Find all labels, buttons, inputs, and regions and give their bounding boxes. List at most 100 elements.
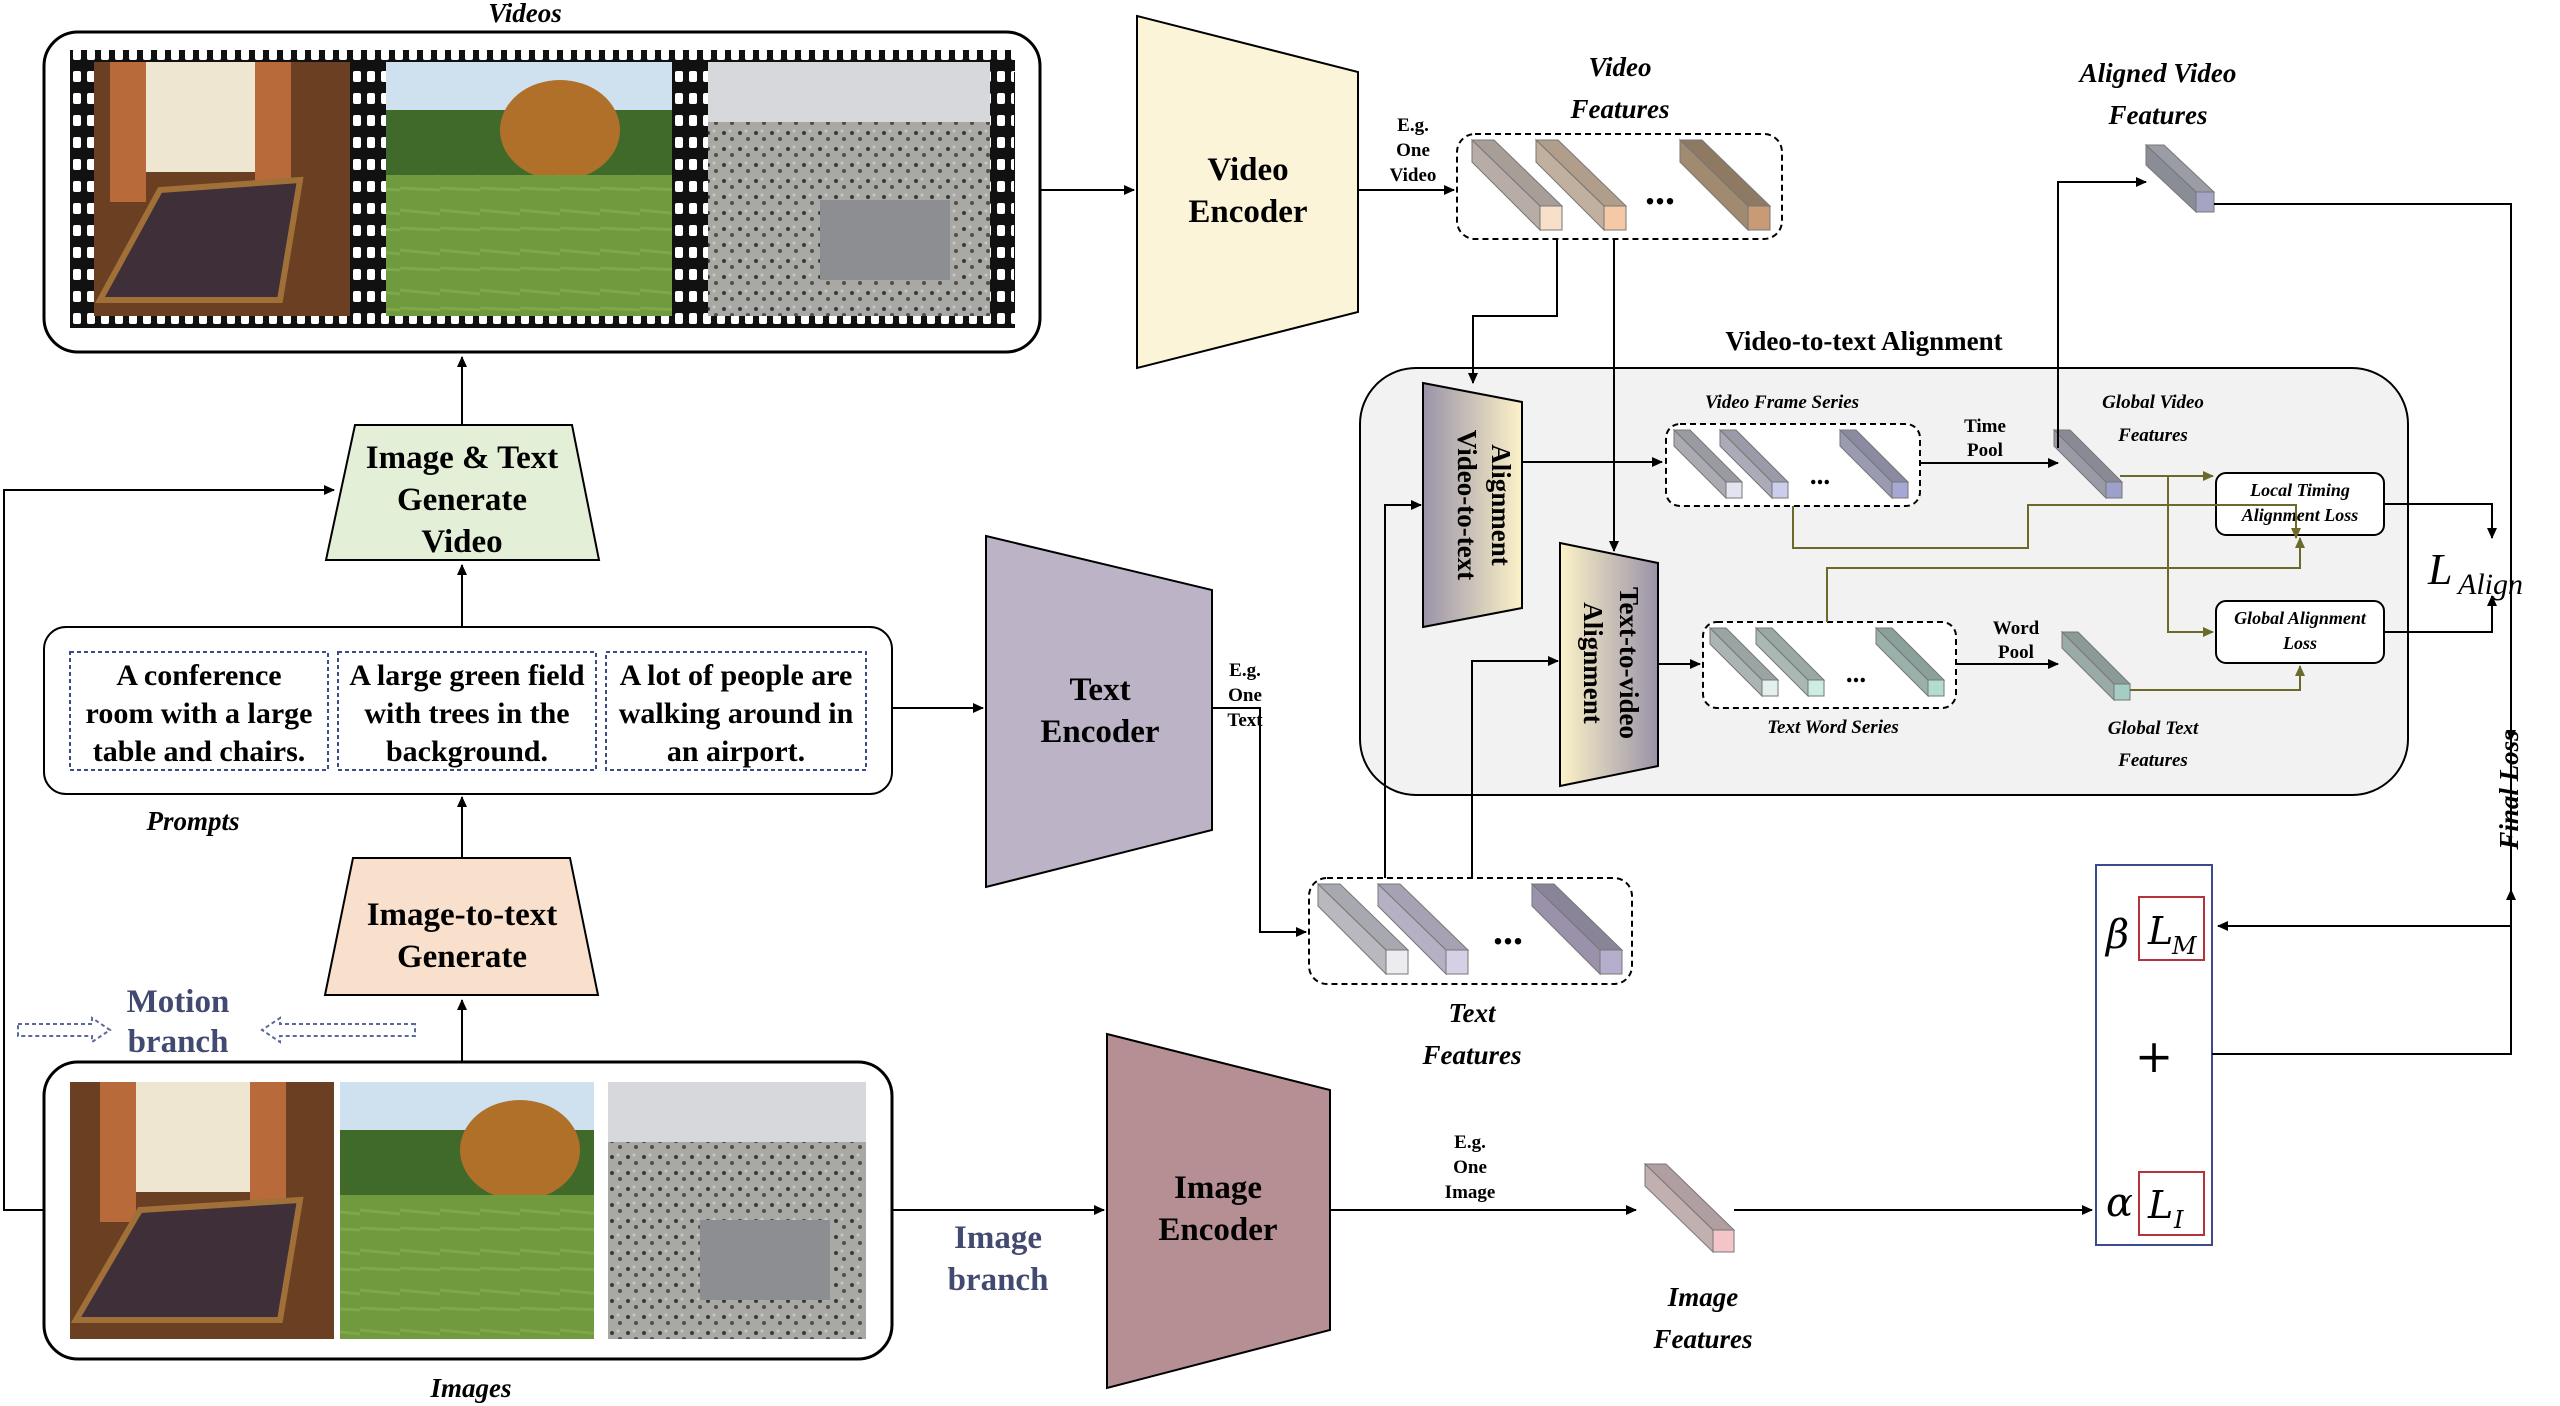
image-field bbox=[340, 1082, 594, 1339]
word-pool-line1: Word bbox=[1993, 618, 2040, 639]
svg-text:walking around in: walking around in bbox=[619, 697, 854, 730]
global-video-features-line1: Global Video bbox=[2102, 392, 2204, 413]
generate-video-line1: Image & Text bbox=[366, 440, 559, 476]
image-to-text-line2: Generate bbox=[397, 939, 527, 975]
t2v-block-line1: Text-to-video bbox=[1614, 587, 1644, 739]
text-encoder-block bbox=[985, 534, 1213, 889]
video-film-strip bbox=[70, 50, 1015, 328]
image-encoder-line2: Encoder bbox=[1158, 1212, 1277, 1248]
video-to-text-alignment-block bbox=[1422, 381, 1523, 629]
v2t-block-line2: Alignment bbox=[1486, 444, 1516, 566]
l-i-sub: I bbox=[2173, 1206, 2184, 1234]
image-feature-cube bbox=[1643, 1162, 1736, 1254]
eg-text-line1: E.g. bbox=[1229, 660, 1261, 681]
l-m-base: L bbox=[2147, 909, 2173, 953]
eg-image-line2: One bbox=[1453, 1157, 1487, 1178]
beta-symbol: β bbox=[2104, 912, 2129, 958]
video-features-ellipsis: ... bbox=[1645, 168, 1675, 213]
video-frame-series-ellipsis: ... bbox=[1810, 460, 1830, 490]
eg-video-line2: One bbox=[1396, 140, 1430, 161]
video-encoder-line1: Video bbox=[1207, 152, 1288, 188]
eg-video-line3: Video bbox=[1390, 165, 1437, 186]
eg-image-line1: E.g. bbox=[1454, 1132, 1486, 1153]
image-branch-line1: Image bbox=[954, 1220, 1042, 1256]
global-alignment-loss-line1: Global Alignment bbox=[2234, 608, 2367, 628]
global-alignment-loss-line2: Loss bbox=[2282, 633, 2317, 653]
video-feature-cubes bbox=[1470, 138, 1772, 232]
text-word-series-label: Text Word Series bbox=[1767, 717, 1899, 738]
motion-branch-line1: Motion bbox=[127, 984, 230, 1020]
text-features-line2: Features bbox=[1421, 1040, 1521, 1070]
video-frame-airport bbox=[708, 62, 990, 316]
image-conference bbox=[70, 1082, 334, 1339]
svg-text:an airport.: an airport. bbox=[667, 735, 805, 768]
video-encoder-block bbox=[1136, 14, 1359, 370]
generate-video-line3: Video bbox=[421, 524, 502, 560]
l-m-term bbox=[2138, 896, 2205, 961]
aligned-video-features-line2: Features bbox=[2107, 100, 2207, 130]
l-i-term bbox=[2138, 1171, 2205, 1236]
eg-video-line1: E.g. bbox=[1397, 115, 1429, 136]
svg-text:table and chairs.: table and chairs. bbox=[93, 735, 306, 768]
prompt-2: A large green field with trees in the ba… bbox=[337, 651, 597, 771]
video-frame-field bbox=[386, 62, 672, 316]
l-align-base: L bbox=[2427, 545, 2452, 594]
alignment-title: Video-to-text Alignment bbox=[1725, 326, 2002, 356]
prompts-container bbox=[43, 626, 893, 795]
svg-text:with trees in the: with trees in the bbox=[364, 697, 569, 730]
text-feature-cubes bbox=[1316, 882, 1624, 976]
global-video-feature-cube bbox=[2052, 428, 2124, 500]
time-pool-line1: Time bbox=[1964, 416, 2006, 437]
word-pool-line2: Pool bbox=[1998, 642, 2034, 663]
image-encoder-line1: Image bbox=[1174, 1170, 1262, 1206]
video-encoder-line2: Encoder bbox=[1188, 194, 1307, 230]
eg-text-line2: One bbox=[1228, 685, 1262, 706]
video-frame-conference bbox=[94, 62, 350, 316]
v2t-block-line1: Video-to-text bbox=[1452, 430, 1482, 580]
image-to-text-line1: Image-to-text bbox=[367, 897, 558, 933]
l-align-sub: Align bbox=[2456, 568, 2523, 601]
generate-video-line2: Generate bbox=[397, 482, 527, 518]
final-loss-label: Final Loss bbox=[2494, 730, 2524, 850]
l-i-base: L bbox=[2147, 1183, 2173, 1227]
local-timing-loss-line2: Alignment Loss bbox=[2241, 505, 2359, 525]
aligned-video-feature-cube bbox=[2144, 143, 2216, 214]
global-text-features-line2: Features bbox=[2117, 750, 2188, 771]
image-features-line2: Features bbox=[1652, 1324, 1752, 1354]
image-airport bbox=[608, 1082, 866, 1339]
videos-title: Videos bbox=[488, 0, 562, 28]
image-text-generate-video-block bbox=[324, 424, 601, 561]
prompt-1: A conference room with a large table and… bbox=[69, 651, 329, 771]
video-frame-series-cubes bbox=[1672, 428, 1910, 500]
image-features-line1: Image bbox=[1667, 1282, 1739, 1312]
aligned-video-features-line1: Aligned Video bbox=[2078, 58, 2237, 88]
text-to-video-alignment-block bbox=[1559, 541, 1659, 788]
global-text-features-line1: Global Text bbox=[2108, 718, 2199, 739]
motion-arrow-left bbox=[260, 1016, 416, 1044]
plus-symbol: + bbox=[2135, 1029, 2174, 1083]
text-word-series-cubes bbox=[1708, 626, 1946, 698]
prompts-title: Prompts bbox=[145, 806, 239, 836]
video-features-line1: Video bbox=[1588, 52, 1651, 82]
text-features-ellipsis: ... bbox=[1493, 908, 1523, 953]
text-word-series-ellipsis: ... bbox=[1846, 658, 1866, 688]
video-frame-series-label: Video Frame Series bbox=[1705, 392, 1859, 413]
time-pool-line2: Pool bbox=[1967, 440, 2003, 461]
image-branch-line2: branch bbox=[948, 1262, 1049, 1298]
eg-image-line3: Image bbox=[1445, 1182, 1496, 1203]
motion-branch-line2: branch bbox=[128, 1024, 229, 1060]
motion-arrow-right bbox=[17, 1016, 112, 1044]
video-features-line2: Features bbox=[1569, 94, 1669, 124]
text-features-line1: Text bbox=[1449, 998, 1497, 1028]
text-encoder-line1: Text bbox=[1069, 672, 1130, 708]
image-to-text-generate-block bbox=[323, 857, 600, 996]
svg-text:A large green field: A large green field bbox=[349, 659, 585, 692]
alpha-symbol: α bbox=[2106, 1180, 2133, 1226]
svg-text:A conference: A conference bbox=[116, 659, 281, 692]
global-text-feature-cube bbox=[2060, 630, 2132, 702]
prompt-3: A lot of people are walking around in an… bbox=[605, 651, 867, 771]
text-encoder-line2: Encoder bbox=[1040, 714, 1159, 750]
svg-text:background.: background. bbox=[386, 735, 548, 768]
images-title: Images bbox=[430, 1373, 512, 1403]
